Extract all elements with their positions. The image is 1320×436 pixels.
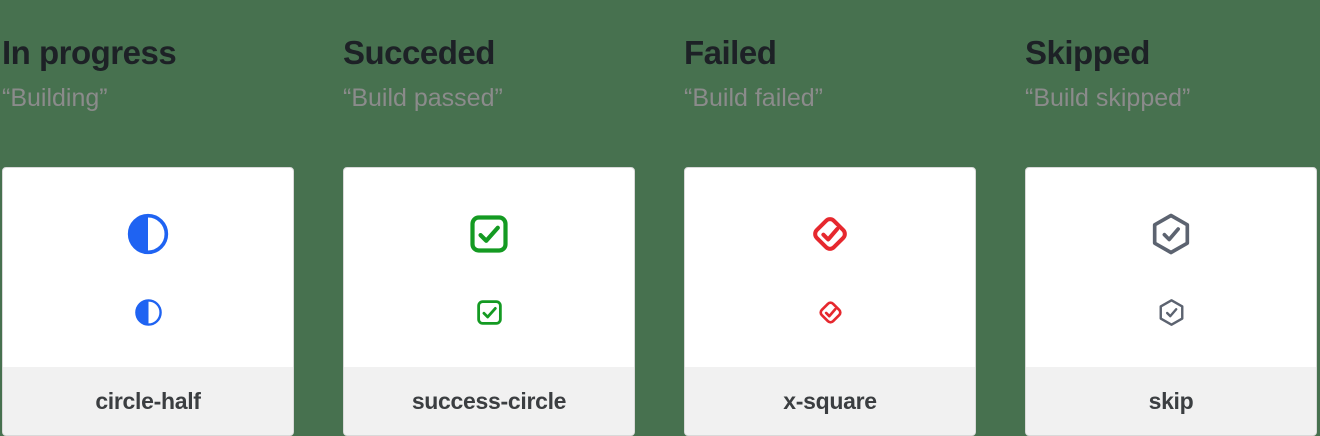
column-skipped: Skipped “Build skipped”: [1025, 0, 1317, 436]
icon-card-body: [1026, 168, 1316, 367]
icon-name-label: x-square: [783, 387, 877, 414]
status-title: Succeded: [343, 34, 495, 71]
icon-name-label: skip: [1148, 387, 1194, 414]
status-title: Failed: [684, 34, 777, 71]
check-hexagon-icon: [1149, 212, 1193, 256]
icon-card-footer: x-square: [685, 367, 975, 435]
icon-card-body: [3, 168, 293, 367]
icon-card: x-square: [684, 167, 976, 436]
status-subtitle: “Build passed”: [343, 84, 503, 112]
column-header: Failed “Build failed”: [684, 0, 976, 167]
column-in-progress: In progress “Building”: [2, 0, 294, 436]
status-subtitle: “Building”: [2, 84, 108, 112]
column-header: Succeded “Build passed”: [343, 0, 635, 167]
check-square-icon: [467, 212, 511, 256]
icon-card-footer: skip: [1026, 367, 1316, 435]
circle-half-icon: [126, 212, 170, 256]
column-header: In progress “Building”: [2, 0, 294, 167]
icon-card: skip: [1025, 167, 1317, 436]
status-subtitle: “Build failed”: [684, 84, 823, 112]
circle-half-icon: [134, 298, 163, 327]
icon-card: success-circle: [343, 167, 635, 436]
status-title: In progress: [2, 34, 177, 71]
check-diamond-icon: [816, 298, 845, 327]
icon-card-footer: circle-half: [3, 367, 293, 435]
status-subtitle: “Build skipped”: [1025, 84, 1191, 112]
column-succeeded: Succeded “Build passed”: [343, 0, 635, 436]
check-hexagon-icon: [1157, 298, 1186, 327]
column-failed: Failed “Build failed” x: [684, 0, 976, 436]
icon-card-footer: success-circle: [344, 367, 634, 435]
icon-name-label: success-circle: [411, 387, 567, 414]
column-header: Skipped “Build skipped”: [1025, 0, 1317, 167]
icon-card-body: [344, 168, 634, 367]
icon-name-label: circle-half: [95, 387, 201, 414]
check-diamond-icon: [808, 212, 852, 256]
status-title: Skipped: [1025, 34, 1150, 71]
check-square-icon: [475, 298, 504, 327]
icon-card-body: [685, 168, 975, 367]
icon-card: circle-half: [2, 167, 294, 436]
